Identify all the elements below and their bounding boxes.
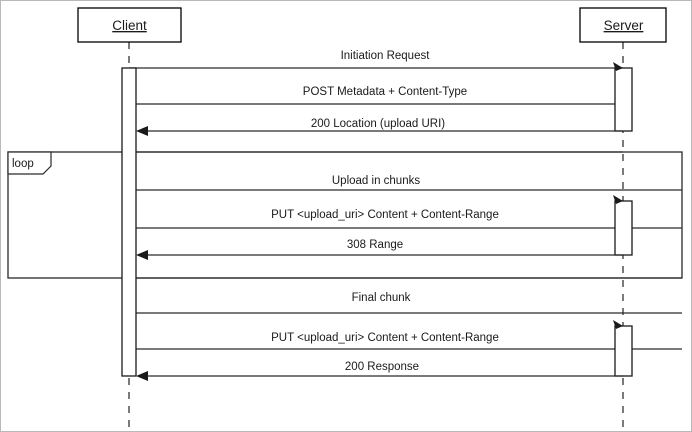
message-arrow-200-response — [136, 371, 623, 381]
message-arrow-put-final-chunk — [613, 320, 623, 329]
activation-bar-server-1 — [614, 67, 633, 132]
message-label-200-response: 200 Response — [345, 361, 419, 373]
arrow-head-left-m9 — [136, 371, 148, 381]
message-label-initiation-request: Initiation Request — [341, 50, 431, 62]
message-label-post-metadata: POST Metadata + Content-Type — [303, 86, 467, 98]
arrow-head-right-m8 — [613, 320, 623, 329]
message-label-200-location: 200 Location (upload URI) — [311, 118, 445, 130]
arrow-head-left-m3 — [136, 126, 148, 136]
activation-bar-server-2 — [614, 200, 633, 256]
message-arrow-put-chunk — [613, 195, 623, 204]
participant-label-client: Client — [112, 18, 147, 33]
participant-box-server[interactable] — [579, 7, 667, 43]
arrow-head-right-m2 — [613, 62, 623, 71]
message-label-put-chunk: PUT <upload_uri> Content + Content-Range — [271, 209, 499, 221]
activation-bar-client — [121, 67, 137, 377]
message-arrow-308-range — [136, 250, 623, 260]
message-arrow-post-metadata — [613, 62, 623, 71]
activation-bar-server-3 — [614, 325, 633, 377]
participant-label-server: Server — [604, 18, 644, 33]
participant-box-client[interactable] — [77, 7, 182, 43]
loop-fragment-tab — [7, 151, 52, 175]
participant-client[interactable]: Client — [77, 7, 182, 43]
arrow-head-right-m5 — [613, 195, 623, 204]
message-arrow-200-location — [136, 126, 623, 136]
message-label-put-final-chunk: PUT <upload_uri> Content + Content-Range — [271, 332, 499, 344]
participant-server[interactable]: Server — [579, 7, 667, 43]
loop-fragment-label: loop — [12, 158, 34, 170]
arrow-head-left-m6 — [136, 250, 148, 260]
message-label-308-range: 308 Range — [347, 239, 403, 251]
message-label-final-chunk: Final chunk — [352, 292, 411, 304]
message-label-upload-in-chunks: Upload in chunks — [332, 175, 420, 187]
